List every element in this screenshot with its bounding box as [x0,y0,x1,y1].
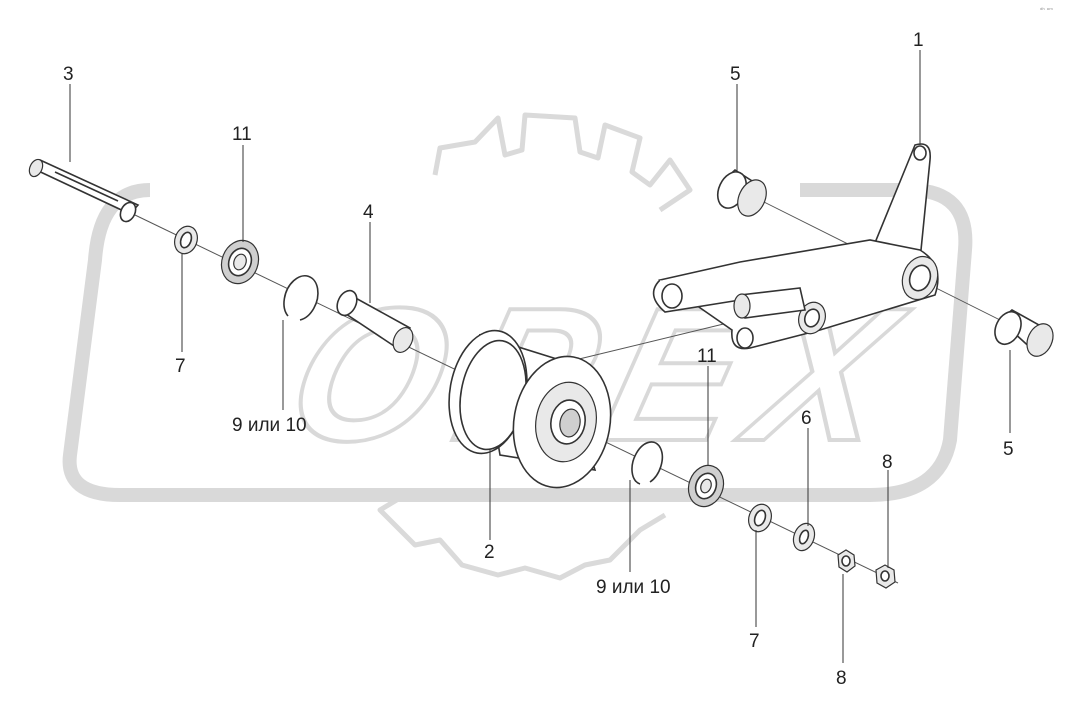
leader-lines [69,50,1011,663]
part-lever-bracket [652,143,939,350]
part-bushing-top [716,168,767,217]
label-part-7-right: 7 [749,631,760,652]
part-retaining-ring-left [283,274,319,321]
part-sleeve [336,289,414,353]
corner-mark: ᵈʰ ᵒᵐ [1040,7,1053,14]
part-bushing-right [994,309,1054,357]
label-part-11-right: 11 [697,346,717,367]
part-pin [28,158,140,223]
part-flat-washer [792,522,816,552]
label-part-11-left: 11 [232,124,252,145]
part-bearing-right [687,464,725,508]
label-part-5-right: 5 [1003,439,1014,460]
part-bearing-left [220,239,260,285]
label-part-2: 2 [484,542,495,563]
label-part-9-or-10-left: 9 или 10 [232,415,307,436]
label-part-4: 4 [363,202,374,223]
part-washer-right [748,503,772,533]
part-nut-inner [837,549,856,573]
part-roller [448,329,612,489]
label-part-8-bottom: 8 [836,668,847,689]
label-part-6: 6 [801,408,812,429]
label-part-5-top: 5 [730,64,741,85]
part-washer-left [174,225,198,255]
part-nut-outer [875,564,896,589]
label-part-3: 3 [63,64,74,85]
label-part-9-or-10-right: 9 или 10 [596,577,671,598]
part-labels: 3 1 5 5 11 11 7 7 9 или 10 9 или 10 4 2 … [63,30,1014,689]
label-part-7-left: 7 [175,356,186,377]
part-retaining-ring-right [631,441,664,485]
label-part-8-top: 8 [882,452,893,473]
label-part-1: 1 [913,30,924,51]
